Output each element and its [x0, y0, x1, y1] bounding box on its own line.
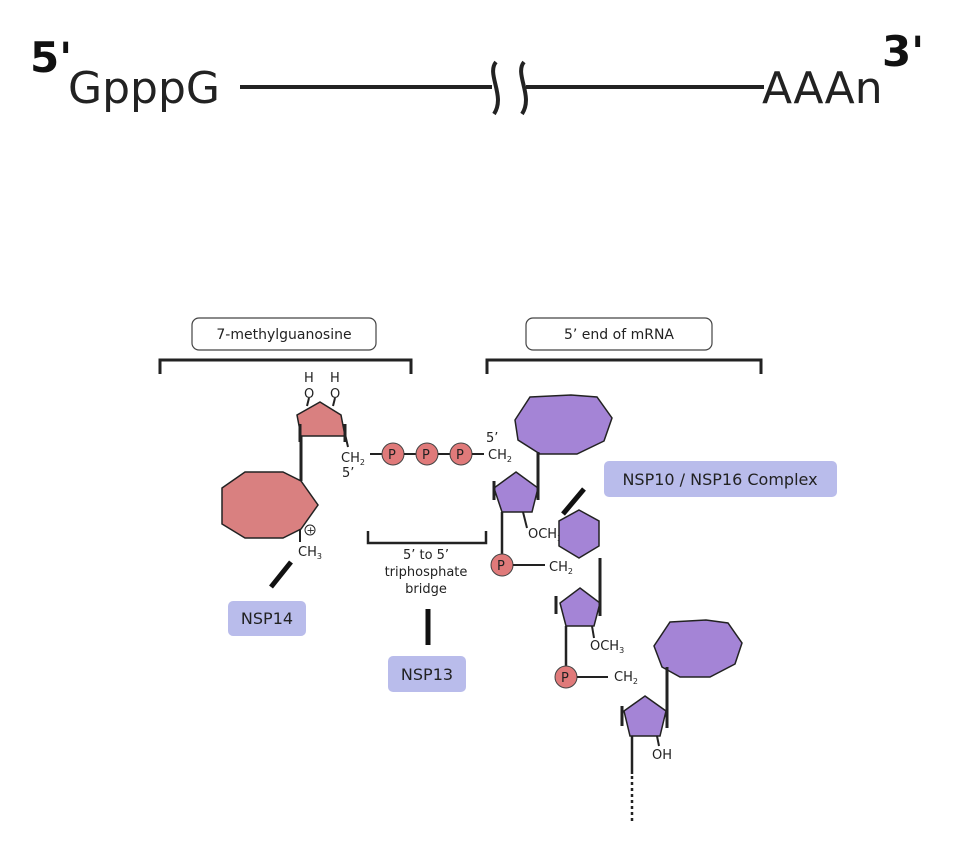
- oxygen-label-left: O: [304, 387, 314, 402]
- n1-base: [514, 394, 613, 455]
- cap-sequence: GpppG: [68, 63, 220, 114]
- guanine-base: [221, 471, 319, 539]
- poly-a-tail: AAAn: [762, 63, 883, 114]
- n1-five-prime-label: 5’: [486, 431, 498, 446]
- cap-header: 7-methylguanosine: [158, 317, 413, 374]
- n2-och3-label: OCH3: [590, 639, 624, 655]
- n1-ribose: [493, 471, 539, 513]
- enzyme-nsp13: NSP13: [388, 609, 466, 692]
- n2-ribose: [559, 587, 601, 627]
- hydroxyl-bond-left: [306, 397, 310, 407]
- n2-base: [558, 509, 600, 559]
- hydrogen-label-right: H: [330, 371, 340, 386]
- nsp10-16-box: [604, 461, 837, 497]
- mrna-nucleotide-2: CH2 OCH3 P: [549, 509, 624, 689]
- three-prime-label: 3': [882, 27, 924, 76]
- bridge-label-line2: triphosphate: [385, 565, 468, 580]
- five-prime-label: 5': [30, 33, 72, 82]
- mrna-header-label: 5’ end of mRNA: [564, 327, 674, 343]
- cap-ch2-label: CH2: [341, 451, 365, 467]
- nsp13-label: NSP13: [401, 665, 453, 684]
- mrna-strand: 5' GpppG AAAn 3': [30, 27, 924, 116]
- phosphate-label-3: P: [456, 448, 464, 463]
- n1-och3-bond: [522, 511, 528, 529]
- n3-ch2-label: CH2: [614, 670, 638, 686]
- n2-och3-bond: [591, 625, 595, 639]
- n2-ch2-label: CH2: [549, 560, 573, 576]
- n1-phosphate-label: P: [497, 559, 505, 574]
- bridge-label-line1: 5’ to 5’: [403, 548, 449, 563]
- strand-break-mark: [491, 60, 528, 116]
- cap-ribose: [296, 401, 346, 437]
- cap-five-prime-label: 5’: [342, 466, 354, 481]
- enzyme-nsp14: NSP14: [228, 560, 306, 636]
- mrna-nucleotide-3: CH2 OH: [614, 619, 743, 822]
- nsp13-box: [388, 656, 466, 692]
- phosphate-label-2: P: [422, 448, 430, 463]
- n3-ribose: [623, 695, 667, 737]
- hydrogen-label-left: H: [304, 371, 314, 386]
- nsp10-16-label: NSP10 / NSP16 Complex: [622, 470, 817, 489]
- n3-base: [653, 619, 743, 678]
- n1-och3-label: OCH3: [528, 527, 562, 543]
- bridge-label-line3: bridge: [405, 582, 447, 597]
- positive-charge-sign: +: [307, 526, 315, 537]
- mrna-header: 5’ end of mRNA: [485, 317, 763, 374]
- hydroxyl-bond-right: [332, 397, 336, 407]
- n2-phosphate-label: P: [561, 671, 569, 686]
- phosphate-label-1: P: [388, 448, 396, 463]
- nsp14-pointer: [269, 560, 293, 589]
- cap-methyl-label: CH3: [298, 545, 322, 561]
- triphosphate: P P P 5’ to 5’ triphosphate bridge: [366, 442, 488, 597]
- enzyme-nsp10-nsp16: NSP10 / NSP16 Complex: [561, 461, 837, 516]
- oxygen-label-right: O: [330, 387, 340, 402]
- n1-ch2-label: CH2: [488, 448, 512, 464]
- cap-header-box: [191, 317, 377, 351]
- mrna-bracket: [485, 358, 763, 374]
- n3-oh-bond: [656, 735, 660, 747]
- n3-oh-label: OH: [652, 748, 672, 763]
- nsp10-16-pointer: [561, 487, 586, 516]
- nsp14-box: [228, 601, 306, 636]
- mrna-nucleotide-1: 5’ CH2 OCH3 P: [486, 394, 613, 577]
- cap-bracket: [158, 358, 413, 374]
- methylguanosine: H H O O CH2 5’ + CH3: [221, 371, 365, 561]
- positive-charge-icon: [304, 524, 316, 536]
- nsp14-label: NSP14: [241, 609, 293, 628]
- cap-header-label: 7-methylguanosine: [216, 327, 351, 343]
- bridge-bracket: [366, 531, 488, 545]
- cap-ch2-bond: [344, 433, 349, 448]
- mrna-header-box: [525, 317, 713, 351]
